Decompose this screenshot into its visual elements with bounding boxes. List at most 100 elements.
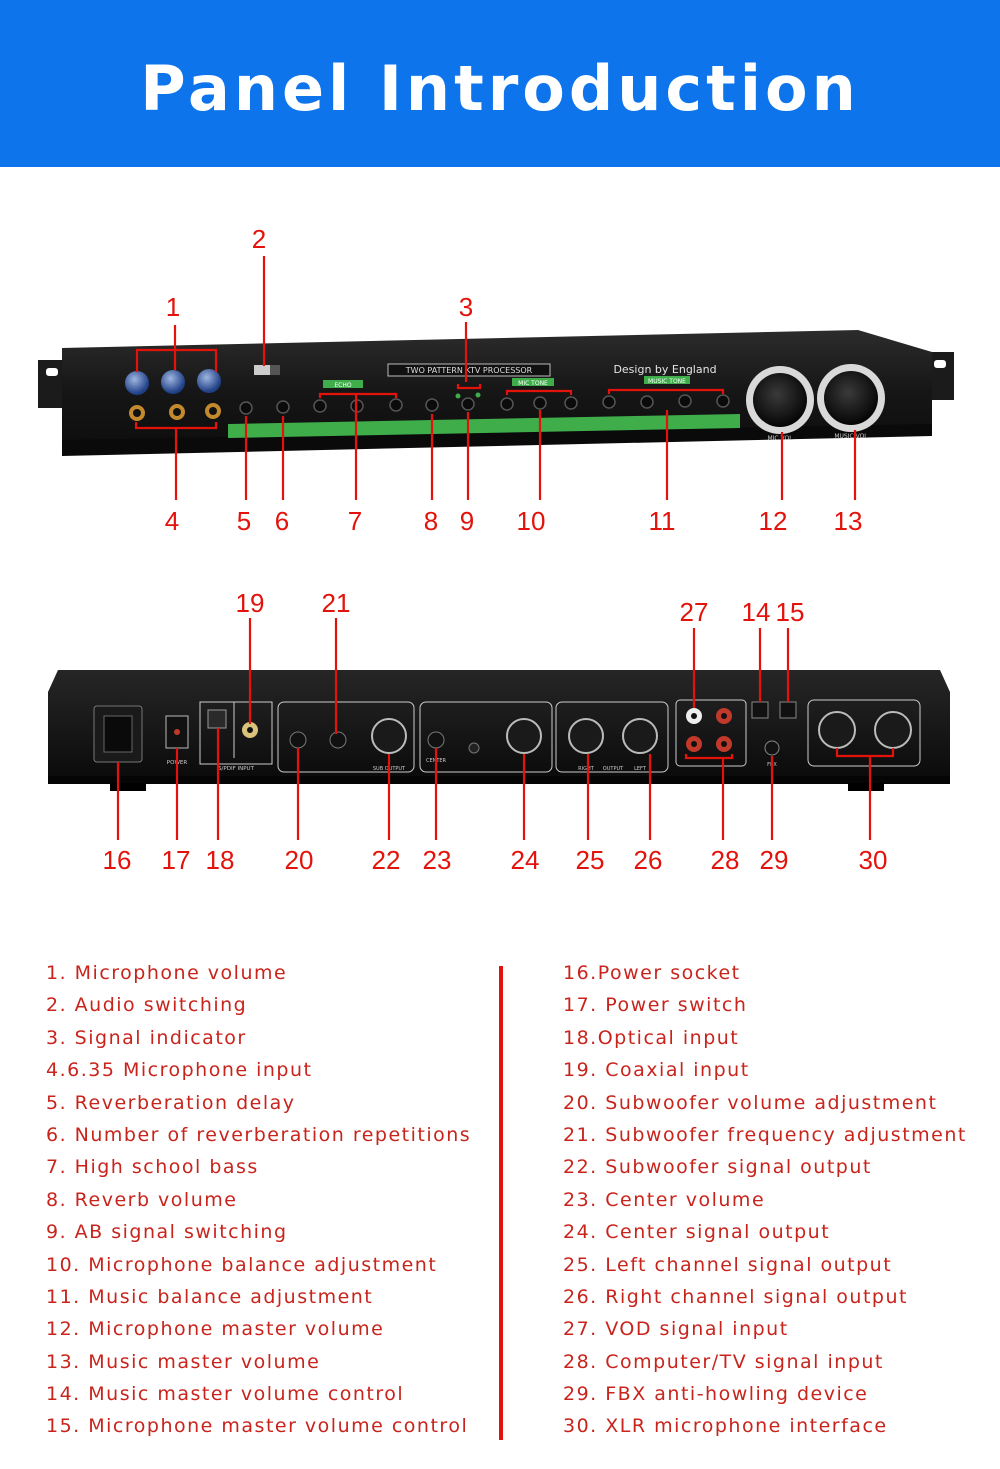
model-text: TWO PATTERN KTV PROCESSOR xyxy=(405,366,533,375)
music-treble-knob[interactable] xyxy=(678,394,692,408)
callout-28: 28 xyxy=(710,845,740,875)
legend-item: 6. Number of reverberation repetitions xyxy=(46,1123,472,1146)
echo-repeat-knob[interactable] xyxy=(276,400,290,414)
callout-24: 24 xyxy=(510,845,540,875)
legend-item: 27. VOD signal input xyxy=(563,1318,789,1341)
left-xlr-output[interactable] xyxy=(622,718,658,754)
right-xlr-output[interactable] xyxy=(568,718,604,754)
callout-4: 4 xyxy=(164,506,180,536)
legend-item: 9. AB signal switching xyxy=(46,1221,288,1244)
center-xlr-output[interactable] xyxy=(506,718,542,754)
callout-15: 15 xyxy=(775,597,805,627)
music-bass-knob[interactable] xyxy=(602,395,616,409)
legend-item: 1. Microphone volume xyxy=(46,962,288,984)
sub-xlr-output[interactable] xyxy=(371,718,407,754)
rear-panel: POWER S/PDIF INPUT SUB OUTPUT CENTER RIG… xyxy=(48,670,950,791)
legend-item: 2. Audio switching xyxy=(46,994,248,1017)
group-mic-tone: MIC TONE xyxy=(518,380,548,387)
callout-13: 13 xyxy=(833,506,863,536)
legend-item: 24. Center signal output xyxy=(563,1221,831,1244)
legend-item: 30. XLR microphone interface xyxy=(563,1415,888,1438)
callout-25: 25 xyxy=(575,845,605,875)
callout-11: 11 xyxy=(648,506,676,536)
callout-21: 21 xyxy=(321,588,351,618)
legend-item: 18.Optical input xyxy=(563,1026,740,1049)
front-leader-lines xyxy=(134,256,857,500)
group-echo: ECHO xyxy=(334,382,351,389)
legend-item: 13. Music master volume xyxy=(46,1350,321,1373)
mic-bass-knob[interactable] xyxy=(500,397,514,411)
callout-10: 10 xyxy=(516,506,546,536)
legend-item: 11. Music balance adjustment xyxy=(46,1285,374,1308)
legend-item: 20. Subwoofer volume adjustment xyxy=(563,1091,938,1114)
panel-diagram: TWO PATTERN KTV PROCESSOR Design by Engl… xyxy=(38,256,954,840)
xlr-mic-input[interactable] xyxy=(818,711,856,749)
callout-16: 16 xyxy=(102,845,132,875)
legend-item: 29. FBX anti-howling device xyxy=(563,1383,869,1406)
music-master-knob[interactable] xyxy=(824,371,878,425)
legend-item: 4.6.35 Microphone input xyxy=(46,1059,313,1082)
callout-23: 23 xyxy=(422,845,452,875)
legend-item: 17. Power switch xyxy=(563,994,748,1017)
fbx-button[interactable] xyxy=(764,740,780,756)
music-master-control[interactable] xyxy=(751,701,769,719)
mic-master-control[interactable] xyxy=(779,701,797,719)
center-volume-knob[interactable] xyxy=(427,731,445,749)
echo-volume-knob[interactable] xyxy=(425,398,439,412)
center-box xyxy=(419,701,553,773)
group-music-tone: MUSIC TONE xyxy=(648,378,686,385)
callout-12: 12 xyxy=(758,506,788,536)
legend-item: 19. Coaxial input xyxy=(563,1059,750,1082)
legend-item: 21. Subwoofer frequency adjustment xyxy=(563,1123,967,1146)
legend-item: 23. Center volume xyxy=(563,1188,766,1211)
echo-bass-knob[interactable] xyxy=(313,399,327,413)
legend-item: 26. Right channel signal output xyxy=(563,1285,908,1308)
music-mid-knob[interactable] xyxy=(640,395,654,409)
sub-volume-knob[interactable] xyxy=(289,731,307,749)
legend-item: 8. Reverb volume xyxy=(46,1188,238,1211)
legend-item: 15. Microphone master volume control xyxy=(46,1415,469,1438)
legend-list-right: 16.Power socket 17. Power switch 18.Opti… xyxy=(563,960,967,1446)
optical-input[interactable] xyxy=(207,709,227,729)
brand-text: Design by England xyxy=(613,363,716,376)
music-balance-knob[interactable] xyxy=(716,394,730,408)
callout-8: 8 xyxy=(423,506,439,536)
legend-item: 28. Computer/TV signal input xyxy=(563,1350,884,1373)
mic-volume-knob[interactable] xyxy=(197,369,221,393)
xlr-mic-input[interactable] xyxy=(874,711,912,749)
audio-switch[interactable] xyxy=(254,365,270,375)
callout-29: 29 xyxy=(759,845,789,875)
callout-6: 6 xyxy=(274,506,290,536)
callout-14: 14 xyxy=(741,597,771,627)
callout-20: 20 xyxy=(284,845,314,875)
rca-box xyxy=(675,699,747,767)
callout-27: 27 xyxy=(679,597,709,627)
output-label: OUTPUT xyxy=(603,766,624,772)
echo-delay-knob[interactable] xyxy=(239,401,253,415)
page-title: Panel Introduction xyxy=(140,52,860,125)
legend-divider xyxy=(499,966,503,1440)
echo-treble-knob[interactable] xyxy=(389,398,403,412)
legend-item: 22. Subwoofer signal output xyxy=(563,1156,872,1179)
mic-volume-knob[interactable] xyxy=(125,371,149,395)
sub-frequency-knob[interactable] xyxy=(329,731,347,749)
legend-item: 25. Left channel signal output xyxy=(563,1253,893,1276)
xlr-box xyxy=(807,699,921,767)
sub-box xyxy=(277,701,415,773)
mic-treble-knob[interactable] xyxy=(564,396,578,410)
mic-volume-knob[interactable] xyxy=(161,370,185,394)
left-label: LEFT xyxy=(634,766,647,772)
callout-5: 5 xyxy=(236,506,252,536)
ab-switch[interactable] xyxy=(461,397,475,411)
callout-3: 3 xyxy=(458,292,474,322)
rear-leader-lines xyxy=(116,618,895,840)
legend-item: 14. Music master volume control xyxy=(46,1383,405,1406)
mic-vol-label: MIC VOL xyxy=(767,435,793,442)
legend-list-left: 1. Microphone volume 2. Audio switching … xyxy=(46,960,471,1446)
mic-mid-knob[interactable] xyxy=(533,396,547,410)
right-label: RIGHT xyxy=(578,766,595,772)
music-vol-label: MUSIC VOL xyxy=(834,433,868,440)
mic-master-knob[interactable] xyxy=(753,373,807,427)
title-banner: Panel Introduction xyxy=(0,0,1000,167)
callout-22: 22 xyxy=(371,845,401,875)
